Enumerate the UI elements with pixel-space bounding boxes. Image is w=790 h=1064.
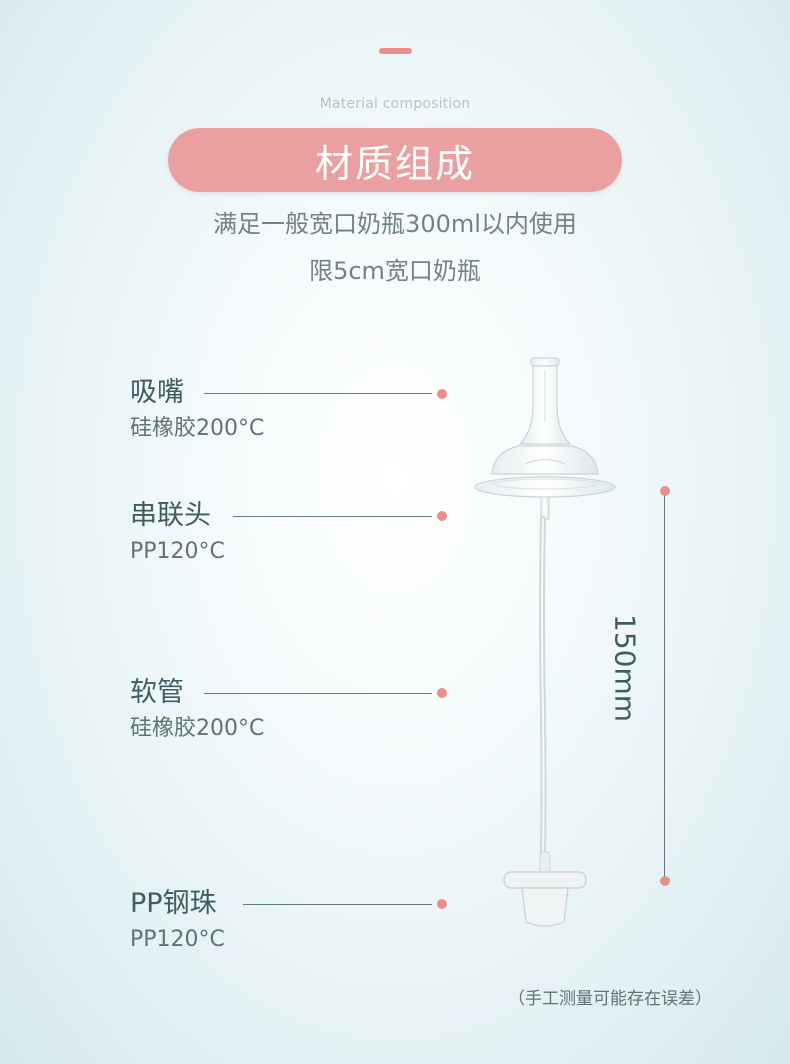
leader-dot [437, 511, 447, 521]
part-tube: 软管 硅橡胶200°C [130, 677, 264, 743]
description-line-2: 限5cm宽口奶瓶 [309, 257, 481, 285]
straw-assembly-image [474, 357, 616, 927]
leader-line [204, 693, 432, 694]
leader-dot [437, 389, 447, 399]
dimension-dot-top [660, 486, 670, 496]
leader-line [243, 904, 432, 905]
part-name: 串联头 [130, 500, 211, 531]
section-title-pill: 材质组成 [168, 128, 622, 192]
top-accent-bar [379, 48, 412, 54]
part-nipple: 吸嘴 硅橡胶200°C [130, 377, 264, 443]
part-spec: PP120°C [130, 927, 225, 952]
part-connector: 串联头 PP120°C [130, 500, 225, 566]
dimension-dot-bottom [660, 876, 670, 886]
part-name: 软管 [130, 677, 184, 708]
part-ball: PP钢珠 PP120°C [130, 888, 225, 954]
leader-dot [437, 899, 447, 909]
measurement-footnote: （手工测量可能存在误差） [508, 989, 712, 1009]
dimension-line [664, 491, 665, 881]
leader-dot [437, 688, 447, 698]
leader-line [204, 393, 432, 394]
part-name: 吸嘴 [130, 377, 184, 408]
leader-line [233, 516, 432, 517]
part-name: PP钢珠 [130, 888, 217, 919]
section-subtitle: Material composition [319, 96, 471, 112]
part-spec: PP120°C [130, 539, 225, 564]
part-spec: 硅橡胶200°C [130, 716, 265, 741]
description-line-1: 满足一般宽口奶瓶300ml以内使用 [213, 210, 577, 238]
section-title: 材质组成 [314, 141, 475, 186]
part-spec: 硅橡胶200°C [130, 416, 265, 441]
